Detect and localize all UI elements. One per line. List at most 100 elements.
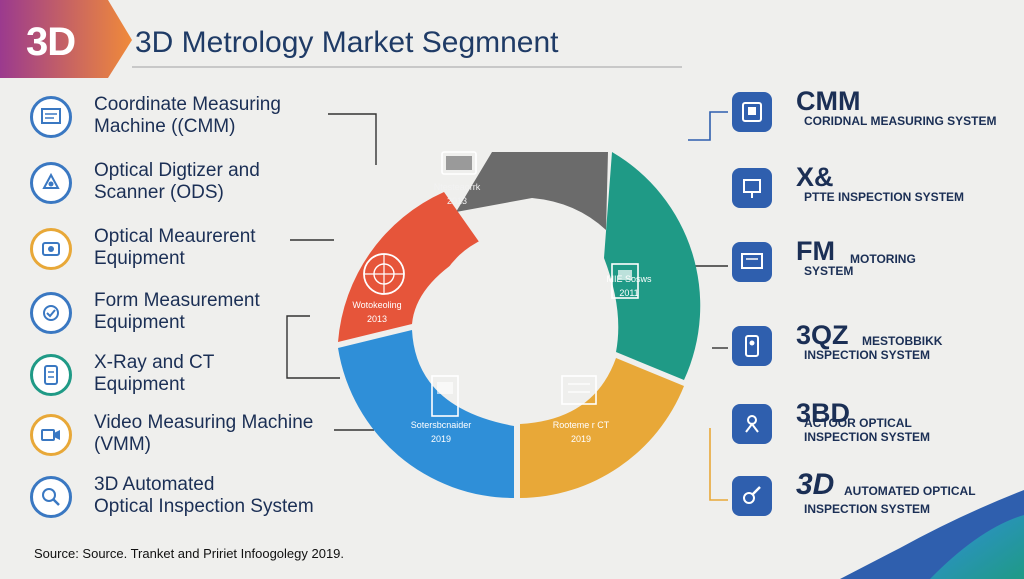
right-item-3bd-sub2: INSPECTION SYSTEM <box>804 430 931 444</box>
left-item-vmm-label: Video Measuring Machine (VMM) <box>94 412 374 456</box>
right-item-3d: 3D AUTOMATED OPTICAL INSPECTION SYSTEM <box>732 470 1024 536</box>
left-item-ods-line1: Optical Digtizer and <box>94 160 260 181</box>
title-divider <box>132 66 682 68</box>
left-item-xray-label: X-Ray and CT Equipment <box>94 352 374 396</box>
badge-label: 3D <box>26 20 76 64</box>
donut-segment-blue <box>338 330 514 499</box>
left-item-vmm: Video Measuring Machine (VMM) <box>30 412 370 472</box>
right-item-3qz-sub: MESTOBBIKK <box>862 334 1024 348</box>
segment-label-blue: Sotersbcnaider 2019 <box>396 418 486 446</box>
right-item-fm-sub1: MOTORING <box>850 252 916 266</box>
right-item-3bd-head: 3BD <box>796 398 851 428</box>
optical-equipment-icon <box>30 228 72 270</box>
video-camera-icon <box>30 414 72 456</box>
segment-label-teal: MIE Sosws 2011 <box>584 272 674 300</box>
connector-form-xray <box>286 315 340 379</box>
left-item-form-label: Form Measurement Equipment <box>94 290 374 334</box>
left-item-aoi-label: 3D Automated Optical Inspection System <box>94 474 374 518</box>
3bd-device-icon <box>732 404 772 444</box>
left-item-aoi: 3D Automated Optical Inspection System <box>30 474 370 534</box>
x-probe-icon <box>732 168 772 208</box>
scanner-icon <box>30 162 72 204</box>
donut-segment-grey <box>456 152 608 230</box>
left-item-ods-label: Optical Digtizer and Scanner (ODS) <box>94 160 374 204</box>
machine-icon <box>611 263 639 299</box>
donut-hole <box>432 232 604 404</box>
scanner-box-icon <box>561 375 597 405</box>
right-item-fm-sub2: SYSTEM <box>804 264 854 278</box>
fm-monitor-icon <box>732 242 772 282</box>
3qz-device-icon <box>732 326 772 366</box>
left-item-form-line2: Equipment <box>94 312 185 333</box>
right-item-3d-sub: AUTOMATED OPTICAL <box>844 484 1024 498</box>
cabinet-icon <box>431 375 459 417</box>
donut-segment-teal <box>604 152 701 380</box>
left-item-ods-line2: Scanner (ODS) <box>94 182 224 203</box>
segment-label-amber: Rooteme r CT 2019 <box>536 418 626 446</box>
right-item-x-sub1: PTTE INSPECTION SYSTEM <box>804 190 965 204</box>
cmm-device-icon <box>732 92 772 132</box>
corner-wave-light <box>930 515 1024 579</box>
right-item-fm-head: FM <box>796 236 835 266</box>
left-item-xray-line2: Equipment <box>94 374 185 395</box>
right-item-fm-sub: MOTORING <box>850 252 1024 266</box>
left-item-xray-line1: X-Ray and CT <box>94 352 215 373</box>
connector-right-bottom <box>709 428 728 501</box>
right-item-x-head: X& <box>796 162 834 192</box>
wheel-icon <box>363 253 405 295</box>
segment-label-grey-name: Ntesteaorrk <box>433 182 481 192</box>
donut-chart <box>338 151 701 499</box>
cmm-machine-icon <box>30 96 72 138</box>
donut-segment-amber <box>520 358 684 498</box>
left-item-cmm-line1: Coordinate Measuring <box>94 94 281 115</box>
right-item-3d-sub-b: INSPECTION SYSTEM <box>804 502 1024 516</box>
right-item-3qz-sub1: MESTOBBIKK <box>862 334 943 348</box>
segment-label-teal-name: MIE Sosws <box>606 274 652 284</box>
3d-probe-icon <box>732 476 772 516</box>
right-item-x-sub: PTTE INSPECTION SYSTEM <box>804 190 1024 204</box>
badge-shape <box>0 0 132 78</box>
right-item-cmm-sub1: CORIDNAL MEASURING SYSTEM <box>804 114 997 128</box>
segment-label-amber-name: Rooteme r CT <box>552 420 610 430</box>
xray-icon <box>30 354 72 396</box>
left-item-cmm-label: Coordinate Measuring Machine ((CMM) <box>94 94 374 138</box>
right-item-3bd-sub: ACTOOR OPTICAL INSPECTION SYSTEM <box>804 416 1024 444</box>
monitor-icon <box>441 151 477 175</box>
inspection-icon <box>30 476 72 518</box>
segment-label-red-year: 2013 <box>366 314 388 324</box>
right-item-3qz-sub-b: INSPECTION SYSTEM <box>804 348 1024 362</box>
segment-label-blue-year: 2019 <box>430 434 452 444</box>
source-note: Source: Source. Tranket and Pririet Info… <box>34 546 345 561</box>
segment-label-red-name: Wotokeoling <box>352 300 402 310</box>
right-item-fm: FM MOTORING SYSTEM <box>732 236 1024 302</box>
left-item-aoi-line1: 3D Automated <box>94 474 215 495</box>
right-item-3bd-sub1: ACTOOR OPTICAL <box>804 416 912 430</box>
right-item-x: X& PTTE INSPECTION SYSTEM <box>732 162 1024 228</box>
page-title: 3D Metrology Market Segmnent <box>135 26 559 59</box>
left-item-cmm-line2: Machine ((CMM) <box>94 116 236 137</box>
right-item-3qz-head: 3QZ <box>796 320 849 350</box>
right-item-3d-head: 3D <box>796 468 835 501</box>
donut-segment-red <box>338 192 482 342</box>
segment-label-blue-name: Sotersbcnaider <box>410 420 472 430</box>
right-item-3d-sub2: INSPECTION SYSTEM <box>804 502 931 516</box>
right-item-fm-sub-b: SYSTEM <box>804 264 1024 278</box>
segment-label-teal-year: 2011 <box>619 288 639 298</box>
right-item-3bd: 3BD ACTOOR OPTICAL INSPECTION SYSTEM <box>732 398 1024 464</box>
left-item-aoi-line2: Optical Inspection System <box>94 496 314 517</box>
connector-cmm <box>328 113 377 165</box>
left-item-form-line1: Form Measurement <box>94 290 260 311</box>
right-item-cmm-head: CMM <box>796 86 861 116</box>
right-item-cmm-sub: CORIDNAL MEASURING SYSTEM <box>804 114 1024 128</box>
left-item-optical-line2: Equipment <box>94 248 185 269</box>
form-measurement-icon <box>30 292 72 334</box>
right-item-3qz-sub2: INSPECTION SYSTEM <box>804 348 931 362</box>
segment-label-red: Wotokeoling 2013 <box>332 298 422 326</box>
right-item-3qz: 3QZ MESTOBBIKK INSPECTION SYSTEM <box>732 320 1024 386</box>
right-item-cmm: CMM CORIDNAL MEASURING SYSTEM <box>732 86 1024 152</box>
segment-label-grey: Ntesteaorrk 2013 <box>412 180 502 208</box>
left-item-vmm-line2: (VMM) <box>94 434 151 455</box>
segment-label-amber-year: 2019 <box>570 434 592 444</box>
left-item-optical-line1: Optical Meaurerent <box>94 226 256 247</box>
